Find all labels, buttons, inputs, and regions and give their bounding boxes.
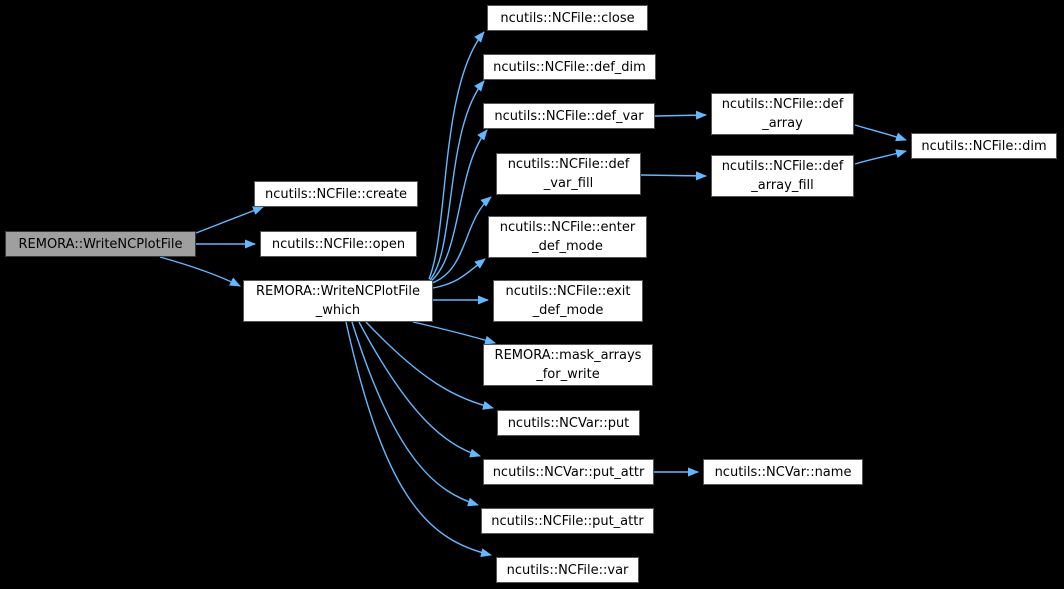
edge-which-to-mask-arrays <box>412 321 496 345</box>
edge-which-to-ncvar-put-attr <box>358 321 481 458</box>
node-write-nc-plot-file-which[interactable]: REMORA::WriteNCPlotFile _which <box>243 280 433 322</box>
node-ncfile-dim[interactable]: ncutils::NCFile::dim <box>911 133 1057 159</box>
node-ncvar-put[interactable]: ncutils::NCVar::put <box>497 410 640 436</box>
edge-which-to-var <box>345 321 492 558</box>
edge-which-to-ncfile-put-attr <box>351 321 479 507</box>
edge-root-to-create <box>195 206 264 234</box>
node-ncfile-def-array[interactable]: ncutils::NCFile::def _array <box>711 93 854 135</box>
node-ncvar-name[interactable]: ncutils::NCVar::name <box>703 459 863 485</box>
edge-def-var-to-def-array <box>654 110 707 120</box>
edge-def-array-fill-to-dim <box>854 149 907 165</box>
edge-which-to-close <box>428 31 485 280</box>
node-ncvar-put-attr[interactable]: ncutils::NCVar::put_attr <box>483 459 654 485</box>
node-remora-write-nc-plot-file[interactable]: REMORA::WriteNCPlotFile <box>5 231 196 257</box>
edge-def-var-fill-to-def-array-fill <box>640 171 707 181</box>
node-ncfile-put-attr[interactable]: ncutils::NCFile::put_attr <box>481 508 654 534</box>
node-ncfile-close[interactable]: ncutils::NCFile::close <box>487 5 648 31</box>
node-ncfile-def-var[interactable]: ncutils::NCFile::def_var <box>483 103 655 129</box>
edge-which-to-enter-def-mode <box>432 258 486 289</box>
node-ncfile-var[interactable]: ncutils::NCFile::var <box>496 557 639 583</box>
node-ncfile-def-array-fill[interactable]: ncutils::NCFile::def _array_fill <box>711 155 854 197</box>
edge-which-to-def-dim <box>429 80 485 281</box>
node-ncfile-def-dim[interactable]: ncutils::NCFile::def_dim <box>483 54 656 80</box>
edge-which-to-put <box>365 321 494 410</box>
node-ncfile-exit-def-mode[interactable]: ncutils::NCFile::exit _def_mode <box>493 280 643 322</box>
node-ncfile-enter-def-mode[interactable]: ncutils::NCFile::enter _def_mode <box>488 216 647 258</box>
edge-which-to-def-var-fill <box>431 196 492 284</box>
node-ncfile-def-var-fill[interactable]: ncutils::NCFile::def _var_fill <box>496 153 641 195</box>
node-remora-mask-arrays-for-write[interactable]: REMORA::mask_arrays _for_write <box>483 344 653 386</box>
edge-def-array-to-dim <box>854 124 907 142</box>
node-ncfile-open[interactable]: ncutils::NCFile::open <box>260 231 417 257</box>
node-ncfile-create[interactable]: ncutils::NCFile::create <box>254 181 418 207</box>
edge-which-to-def-var <box>430 129 488 282</box>
edge-root-to-which <box>159 256 241 287</box>
